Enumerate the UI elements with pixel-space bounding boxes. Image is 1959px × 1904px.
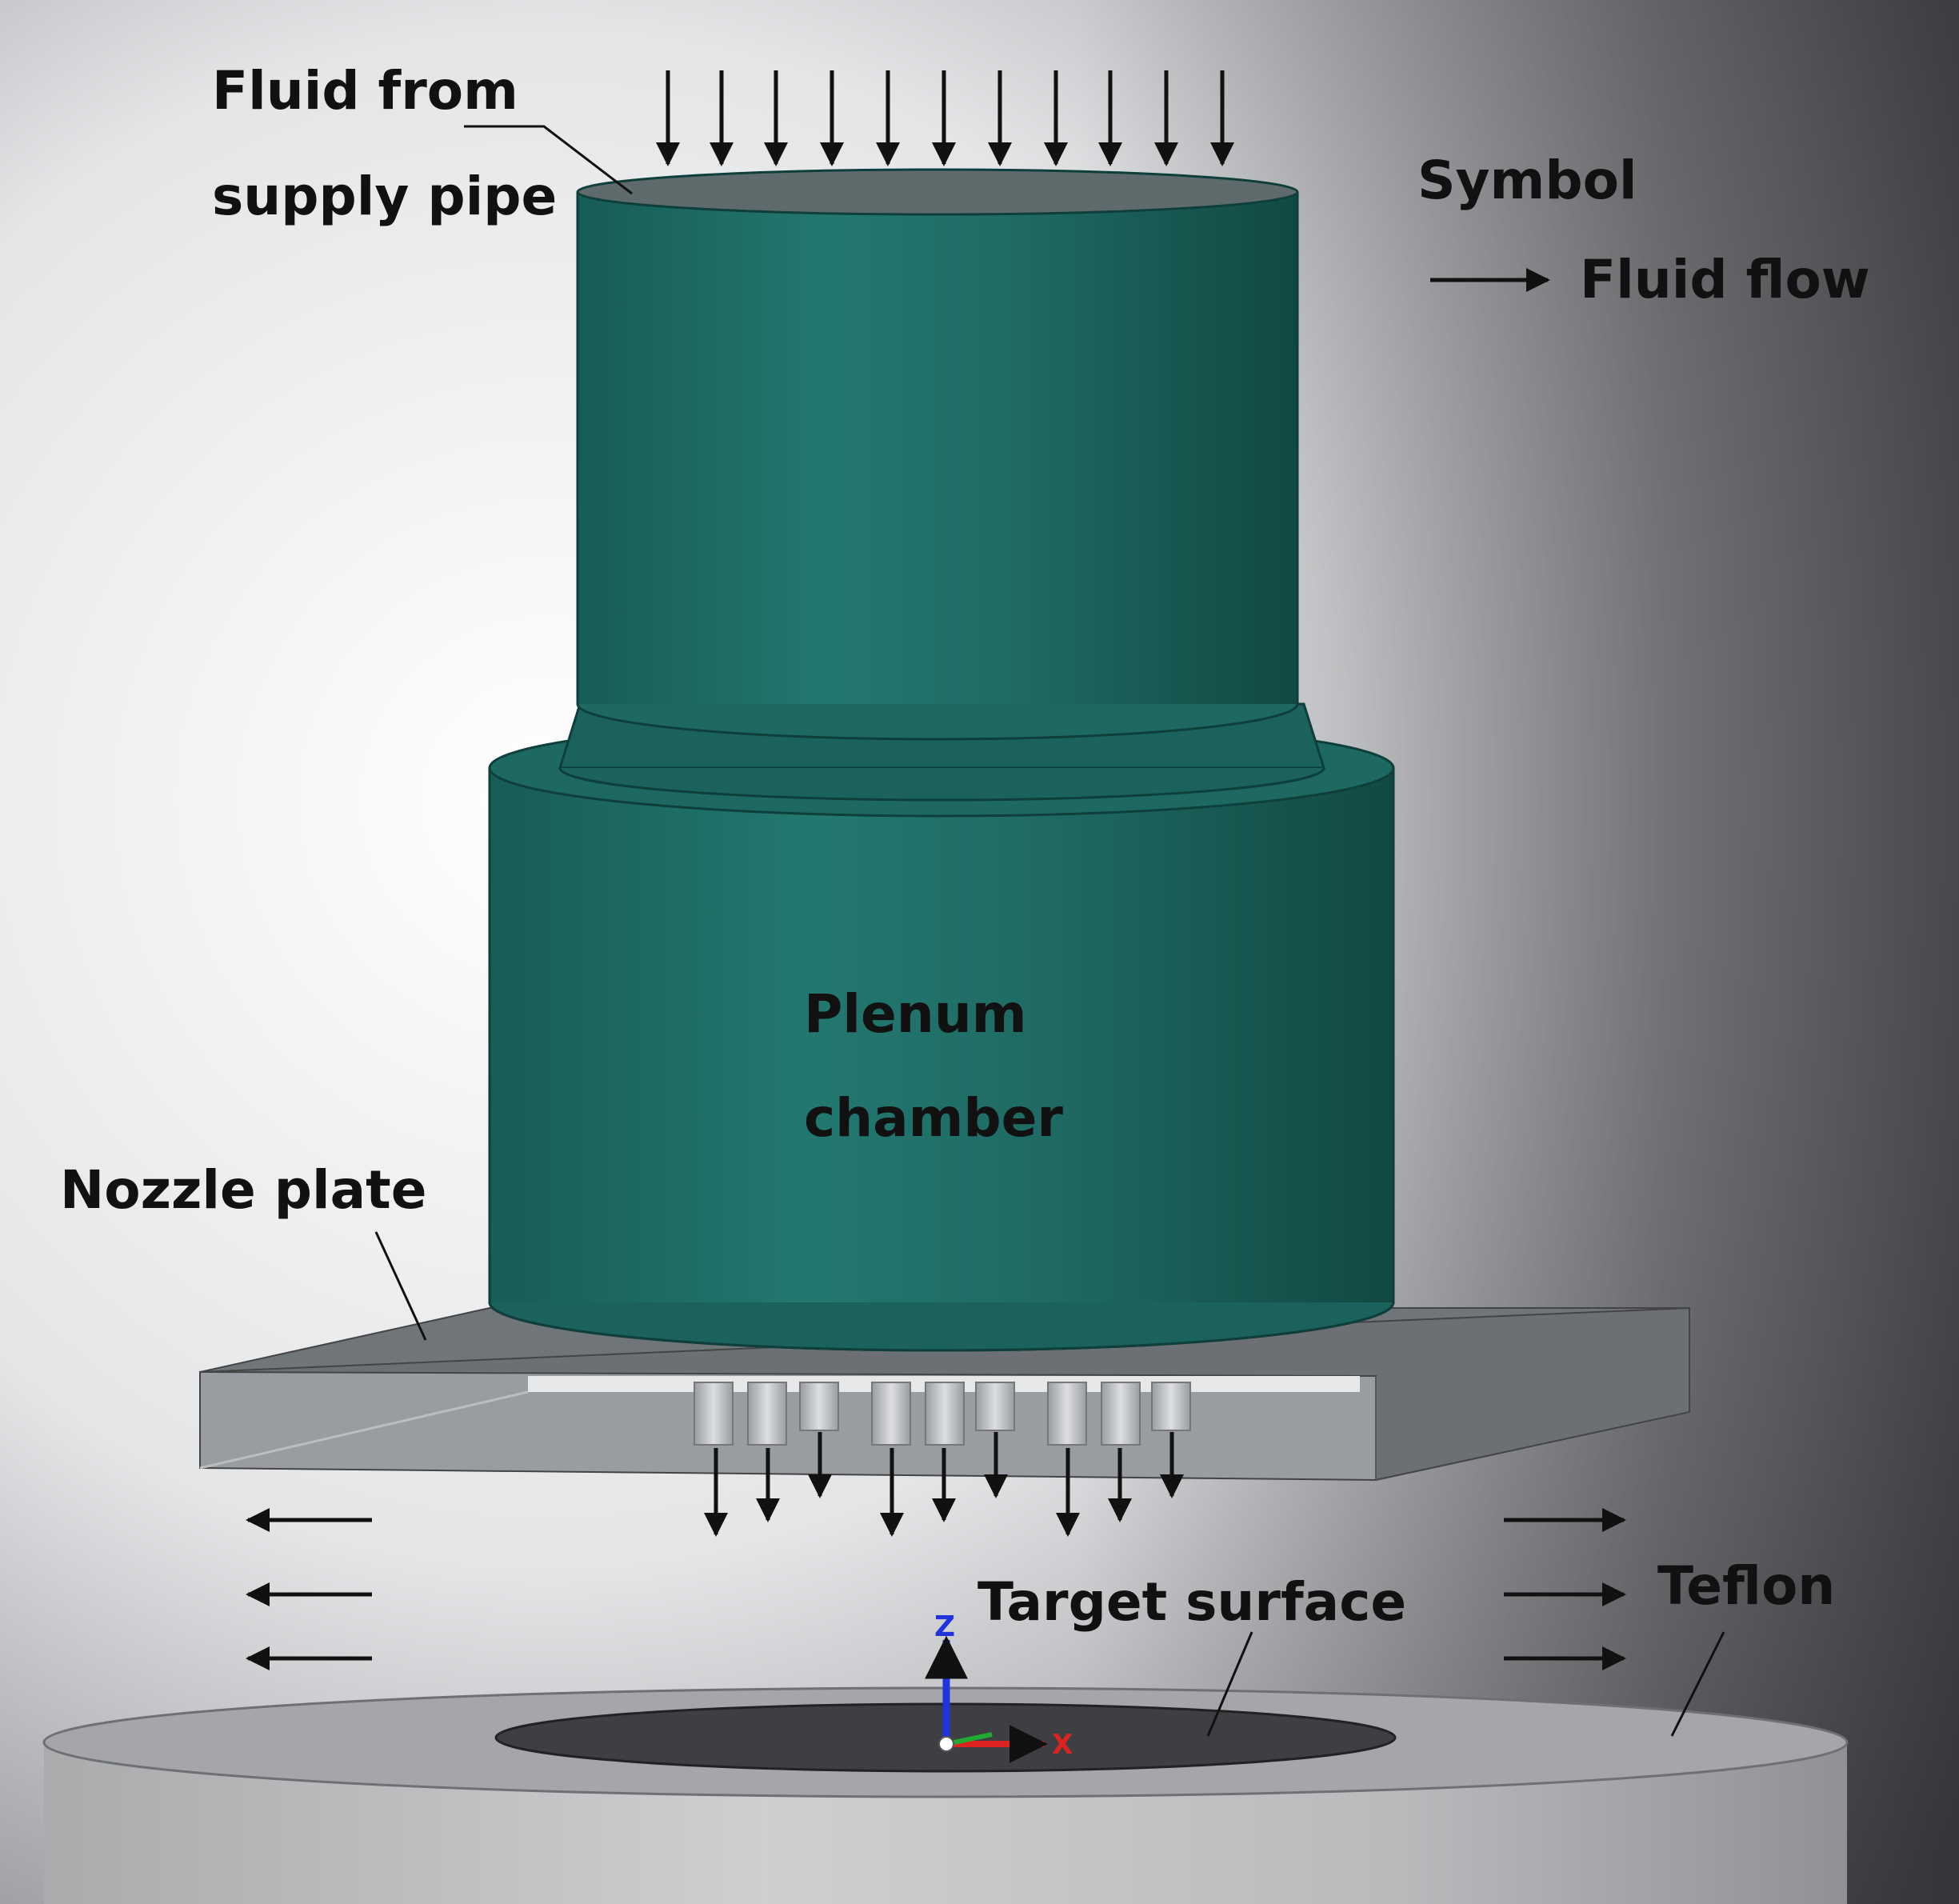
teflon-label: Teflon [1657, 1555, 1835, 1617]
jet-arrows [704, 1432, 1184, 1537]
leader-lines [374, 125, 1725, 1737]
fluid-flow-label: Fluid flow [1580, 249, 1870, 310]
plenum-label: Plenum [804, 983, 1027, 1045]
target-surface-label: Target surface [978, 1571, 1406, 1633]
symbol-label: Symbol [1417, 150, 1637, 211]
axis-x-label: X [1052, 1729, 1073, 1761]
teflon-cylinder [42, 1686, 1849, 1904]
chamber-label: chamber [804, 1087, 1063, 1149]
outflow-arrows-right [1504, 1508, 1626, 1670]
nozzle-plate-label: Nozzle plate [60, 1159, 427, 1221]
supply-cylinder [576, 168, 1299, 741]
fluid-from-label: Fluid from [212, 60, 518, 122]
axis-z-label: Z [934, 1610, 955, 1643]
axis-triad-icon: Z X [925, 1610, 1073, 1763]
nozzle-array [694, 1382, 1191, 1446]
inflow-arrows [656, 70, 1234, 166]
outflow-arrows-left [246, 1508, 372, 1670]
supply-pipe-label: supply pipe [212, 166, 557, 227]
